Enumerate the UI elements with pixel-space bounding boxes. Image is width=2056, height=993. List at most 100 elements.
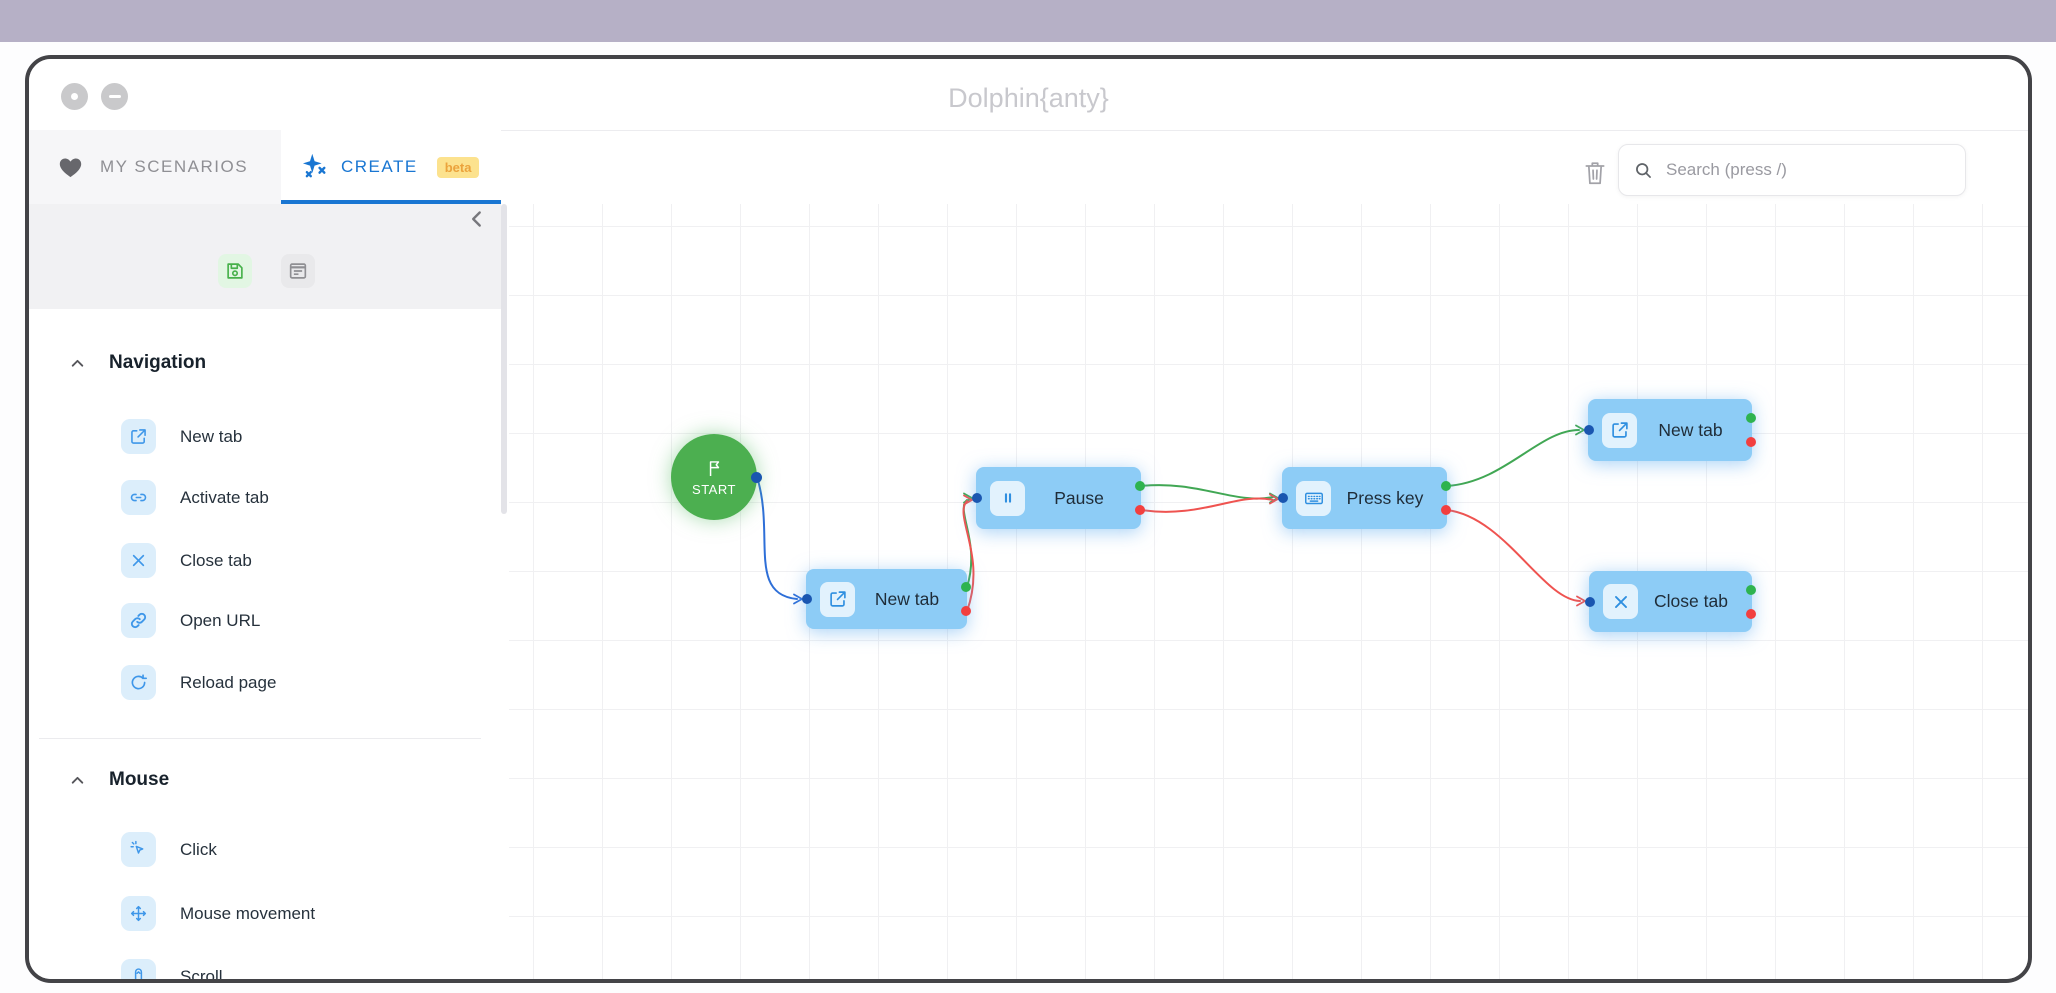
palette-item-label: Click <box>180 839 217 859</box>
delete-button[interactable] <box>1582 158 1608 188</box>
start-node-label: START <box>692 481 736 497</box>
chevron-up-icon[interactable] <box>67 770 88 791</box>
search-box[interactable] <box>1618 144 1966 196</box>
input-port[interactable] <box>972 493 982 503</box>
tab-create-label: CREATE <box>341 157 418 176</box>
palette-item-label: Mouse movement <box>180 903 316 923</box>
output-port[interactable] <box>751 471 762 483</box>
form-icon <box>287 260 309 282</box>
success-port[interactable] <box>1746 584 1756 595</box>
tab-my-scenarios[interactable]: MY SCENARIOS <box>29 130 281 204</box>
heart-icon <box>56 154 85 181</box>
activate-tab-icon <box>121 480 156 515</box>
input-port[interactable] <box>802 594 812 604</box>
close-tab-icon <box>1603 584 1638 619</box>
section-title: Mouse <box>109 769 170 790</box>
node-start[interactable]: START <box>671 434 762 520</box>
palette-item-label: New tab <box>180 426 243 446</box>
close-tab-icon <box>121 543 156 578</box>
trash-icon <box>1582 158 1608 188</box>
error-port[interactable] <box>1135 505 1145 515</box>
success-port[interactable] <box>961 582 971 592</box>
input-port[interactable] <box>1584 425 1594 435</box>
beta-badge: beta <box>436 156 480 178</box>
error-port[interactable] <box>1746 437 1756 447</box>
collapse-sidebar-button[interactable] <box>464 206 490 232</box>
palette-item-label: Close tab <box>180 550 252 570</box>
window-minimize-button[interactable] <box>101 83 128 110</box>
dot-icon <box>71 93 78 100</box>
floppy-icon <box>224 260 246 282</box>
search-input[interactable] <box>1664 159 1951 181</box>
success-port[interactable] <box>1135 481 1145 491</box>
flag-icon <box>704 458 725 479</box>
palette-item-reload-page[interactable]: Reload page <box>121 665 276 700</box>
titlebar: Dolphin{anty} <box>29 59 2028 131</box>
success-port[interactable] <box>1746 413 1756 423</box>
active-tab-indicator <box>281 200 501 204</box>
scroll-icon <box>121 959 156 979</box>
edge-presskey-closetab-red[interactable] <box>1446 509 1581 602</box>
tab-my-scenarios-label: MY SCENARIOS <box>100 157 249 176</box>
palette-item-label: Scroll <box>180 966 223 983</box>
success-port[interactable] <box>1441 481 1451 491</box>
chevron-up-icon[interactable] <box>67 353 88 374</box>
edge-pause-presskey-red[interactable] <box>1140 497 1274 513</box>
section-header-navigation[interactable]: Navigation <box>67 352 206 374</box>
tab-create[interactable]: CREATE beta <box>281 130 501 204</box>
edges-layer <box>756 424 1586 612</box>
palette-item-activate-tab[interactable]: Activate tab <box>121 480 269 515</box>
error-port[interactable] <box>1746 608 1756 619</box>
section-title: Navigation <box>109 352 207 373</box>
node-new-tab-newtab2[interactable]: New tab <box>1584 399 1756 461</box>
palette-item-open-url[interactable]: Open URL <box>121 603 260 638</box>
palette-item-new-tab[interactable]: New tab <box>121 419 242 454</box>
new-tab-icon <box>820 581 855 617</box>
palette-item-label: Activate tab <box>180 487 269 507</box>
click-icon <box>121 832 156 867</box>
chevron-left-icon <box>464 206 490 232</box>
edge-presskey-newtab2-green[interactable] <box>1446 429 1580 487</box>
error-port[interactable] <box>961 606 971 616</box>
sparkles-icon <box>302 154 328 180</box>
search-icon <box>1633 160 1654 181</box>
node-label: Press key <box>1346 487 1424 508</box>
node-label: New tab <box>1658 419 1723 440</box>
palette-item-close-tab[interactable]: Close tab <box>121 543 252 578</box>
section-divider <box>39 738 481 739</box>
mouse-move-icon <box>121 896 156 931</box>
pause-icon <box>990 480 1025 516</box>
new-tab-icon <box>121 419 156 454</box>
section-header-mouse[interactable]: Mouse <box>67 769 169 791</box>
error-port[interactable] <box>1441 505 1451 515</box>
edge-start-newtab1-blue[interactable] <box>756 476 798 600</box>
palette-toolbar <box>29 204 501 309</box>
sidebar-scrollbar[interactable] <box>501 204 507 514</box>
window-title: Dolphin{anty} <box>948 83 1109 113</box>
edge-pause-presskey-green[interactable] <box>1140 484 1274 500</box>
desktop-background-band <box>0 0 2056 42</box>
edge-newtab1-pause-red[interactable] <box>962 500 975 612</box>
window-back-button[interactable] <box>61 83 88 110</box>
node-pause-pause[interactable]: Pause <box>972 467 1145 529</box>
palette-item-click[interactable]: Click <box>121 832 217 867</box>
save-scenario-button[interactable] <box>218 254 252 288</box>
input-port[interactable] <box>1585 596 1595 607</box>
input-port[interactable] <box>1278 493 1288 503</box>
palette-item-scroll[interactable]: Scroll <box>121 959 223 983</box>
node-label: Close tab <box>1654 591 1728 611</box>
open-url-icon <box>121 603 156 638</box>
palette-item-label: Open URL <box>180 610 261 630</box>
app-window: Dolphin{anty} MY SCENARIOS CREATE beta N… <box>25 55 2032 983</box>
keyboard-icon <box>1296 480 1331 516</box>
node-label: Pause <box>1054 487 1104 508</box>
reload-icon <box>121 665 156 700</box>
node-close-tab-closetab[interactable]: Close tab <box>1585 571 1756 632</box>
node-press-key-presskey[interactable]: Press key <box>1278 467 1451 529</box>
palette-item-mouse-movement[interactable]: Mouse movement <box>121 896 315 931</box>
notes-button[interactable] <box>281 254 315 288</box>
node-new-tab-newtab1[interactable]: New tab <box>802 569 971 629</box>
new-tab-icon <box>1602 412 1637 448</box>
